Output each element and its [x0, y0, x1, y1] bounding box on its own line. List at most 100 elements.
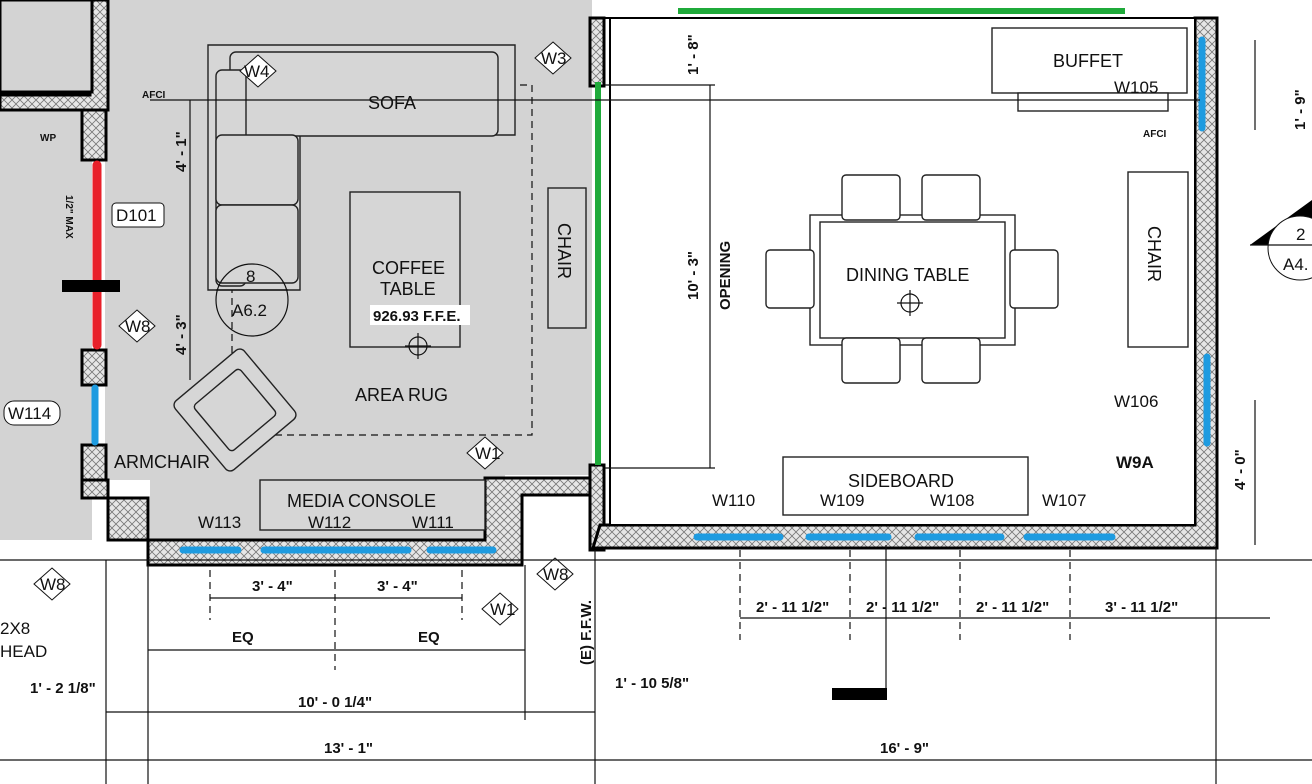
armchair-label: ARMCHAIR — [114, 452, 210, 472]
armchair — [173, 348, 297, 472]
area-rug-label: AREA RUG — [355, 385, 448, 405]
afci-note: AFCI — [142, 90, 166, 101]
svg-text:W110: W110 — [712, 491, 755, 510]
max-note: 1/2" MAX — [63, 195, 74, 239]
dim-2-11-1-2: 2' - 11 1/2" — [866, 599, 939, 616]
dim-16-9: 16' - 9" — [880, 740, 929, 757]
center-mark-icon — [405, 333, 431, 359]
dim-eq: EQ — [232, 629, 254, 646]
dim-3-11-1-2: 3' - 11 1/2" — [1105, 599, 1178, 616]
svg-text:W1: W1 — [475, 444, 501, 463]
coffee-table-label-2: TABLE — [380, 279, 436, 299]
window-tag-w112[interactable]: W112 — [308, 513, 351, 532]
window-tag-w8[interactable]: W8 — [118, 309, 156, 343]
section-marker: 8 A6.2 — [215, 263, 289, 337]
ffw-note: (E) F.F.W. — [578, 600, 595, 665]
dim-1-8: 1' - 8" — [685, 34, 702, 75]
svg-text:W107: W107 — [1042, 491, 1086, 510]
sofa-label: SOFA — [368, 93, 416, 113]
dim-13-1: 13' - 1" — [324, 740, 373, 757]
sofa — [207, 44, 516, 291]
dining-chair-label: CHAIR — [1144, 226, 1164, 282]
window-tag-w108[interactable]: W108 — [930, 491, 974, 510]
dim-3-4: 3' - 4" — [377, 578, 418, 595]
dim-4-0: 4' - 0" — [1232, 449, 1249, 490]
wall-dining-left-upper — [588, 16, 606, 88]
dim-2-11-1-2: 2' - 11 1/2" — [756, 599, 829, 616]
svg-text:W109: W109 — [820, 491, 864, 510]
svg-text:W8: W8 — [543, 565, 569, 584]
window-tag-w8[interactable]: W8 — [33, 567, 71, 601]
svg-text:W114: W114 — [8, 404, 51, 423]
wall-left-mid — [80, 348, 108, 387]
wp-note: WP — [40, 133, 56, 144]
threshold — [62, 280, 120, 292]
svg-text:W106: W106 — [1114, 392, 1158, 411]
coffee-table-label-1: COFFEE — [372, 258, 445, 278]
living-chair — [547, 187, 587, 329]
window-tag-w3[interactable]: W3 — [534, 41, 572, 75]
window-tags: W4 W3 W8 W114 W1 W113 W112 W111 W8 W1 W8… — [3, 41, 1158, 626]
dimension-lines — [0, 40, 1312, 784]
buffet-label: BUFFET — [1053, 51, 1123, 71]
header-note-2: HEAD — [0, 642, 47, 661]
svg-text:W108: W108 — [930, 491, 974, 510]
dim-eq: EQ — [418, 629, 440, 646]
sideboard-label: SIDEBOARD — [848, 471, 954, 491]
floor-elevation: 926.93 F.F.E. — [373, 308, 461, 325]
dining-table-label: DINING TABLE — [846, 265, 969, 285]
center-mark-icon — [897, 290, 923, 316]
svg-text:W8: W8 — [40, 575, 66, 594]
section-marker: 2 A4. — [1250, 200, 1312, 281]
windows — [91, 36, 1211, 554]
svg-text:W8: W8 — [125, 317, 151, 336]
svg-text:A4.: A4. — [1283, 255, 1309, 274]
window-tag-w109[interactable]: W109 — [820, 491, 864, 510]
svg-text:W113: W113 — [198, 513, 241, 532]
svg-text:8: 8 — [246, 267, 255, 286]
svg-text:W112: W112 — [308, 513, 351, 532]
dim-4-1: 4' - 1" — [173, 131, 190, 172]
window-tag-w113[interactable]: W113 — [198, 513, 241, 532]
dim-3-4: 3' - 4" — [252, 578, 293, 595]
sideboard — [782, 456, 1029, 516]
header-note-1: 2X8 — [0, 619, 30, 638]
svg-text:D101: D101 — [116, 206, 157, 225]
svg-text:2: 2 — [1296, 225, 1305, 244]
dining-chair — [1127, 171, 1189, 348]
dim-10-3: 10' - 3" — [685, 251, 702, 300]
window-tag-w106[interactable]: W106 — [1114, 392, 1158, 411]
door-tag-d101[interactable]: D101 — [111, 202, 165, 228]
wall-left-upper — [80, 108, 108, 162]
living-chair-label: CHAIR — [554, 223, 574, 279]
window-tag-w4[interactable]: W4 — [239, 54, 277, 88]
svg-text:W1: W1 — [490, 600, 516, 619]
window-tag-w9a[interactable]: W9A — [1116, 453, 1154, 472]
dining-table — [765, 174, 1059, 384]
dim-4-3: 4' - 3" — [173, 314, 190, 355]
media-console-label: MEDIA CONSOLE — [287, 491, 436, 511]
dim-1-9: 1' - 9" — [1292, 89, 1309, 130]
window-tag-w1[interactable]: W1 — [481, 592, 519, 626]
window-tag-w105[interactable]: W105 — [1114, 78, 1158, 97]
window-tag-w8[interactable]: W8 — [536, 557, 574, 591]
window-tag-w1[interactable]: W1 — [466, 436, 504, 470]
svg-text:W3: W3 — [541, 49, 567, 68]
dim-1-10-5-8: 1' - 10 5/8" — [615, 675, 689, 692]
window-tag-w110[interactable]: W110 — [712, 491, 755, 510]
media-console — [259, 479, 486, 531]
wall-top-left — [0, 0, 110, 112]
buffet — [991, 27, 1188, 94]
svg-text:W9A: W9A — [1116, 453, 1154, 472]
window-tag-w111[interactable]: W111 — [412, 513, 454, 532]
svg-text:W105: W105 — [1114, 78, 1158, 97]
dim-10-0-1-4: 10' - 0 1/4" — [298, 694, 372, 711]
svg-text:A6.2: A6.2 — [232, 301, 267, 320]
window-tag-w114[interactable]: W114 — [3, 400, 61, 426]
svg-text:W4: W4 — [244, 62, 270, 81]
svg-text:W111: W111 — [412, 513, 454, 532]
dim-1-2-1-8: 1' - 2 1/8" — [30, 680, 96, 697]
opening-label: OPENING — [717, 241, 734, 310]
window-tag-w107[interactable]: W107 — [1042, 491, 1086, 510]
